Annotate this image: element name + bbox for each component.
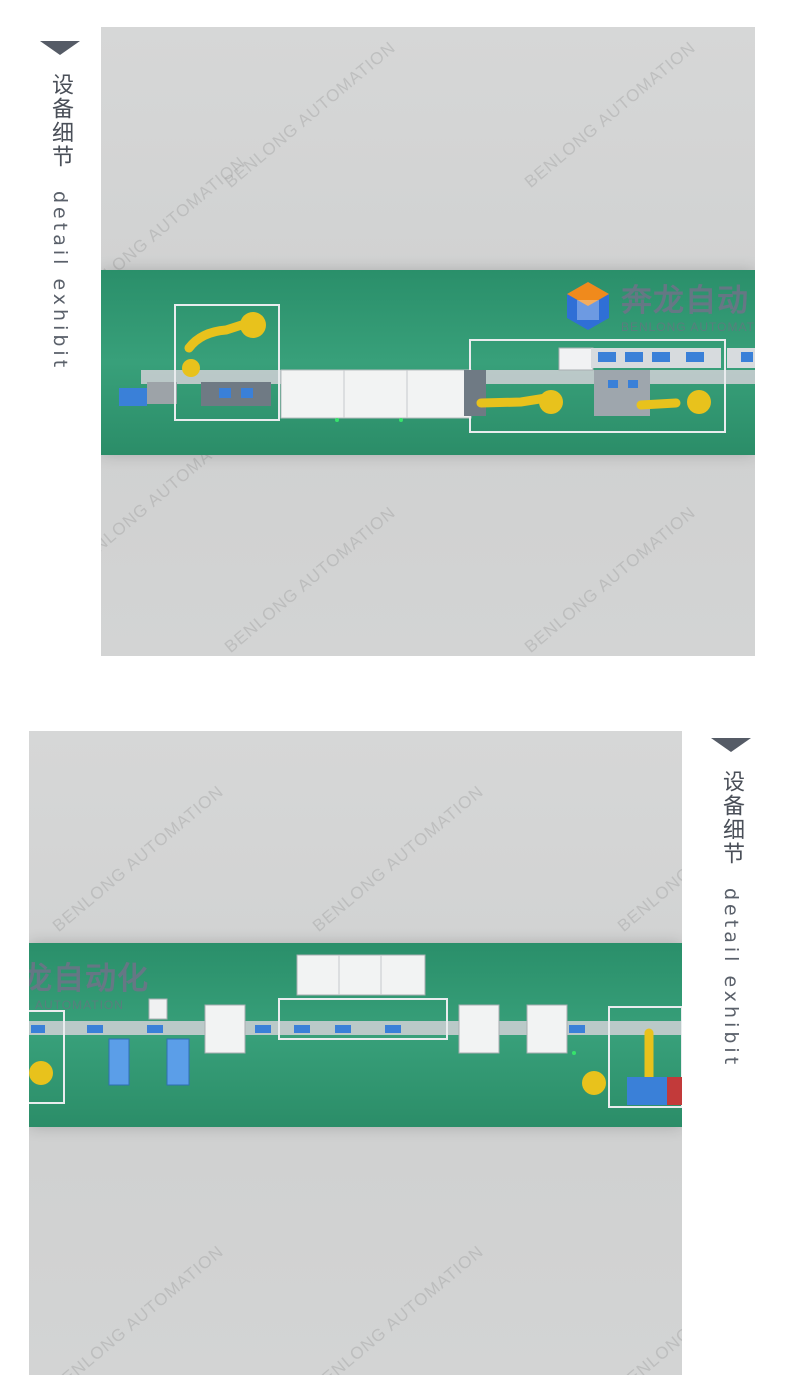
logo-name-en: BENLONG AUTOMAT — [621, 320, 755, 334]
watermark: BENLONG AUTOMATION — [614, 782, 682, 936]
side-caption-top: 设备细节 detail exhibit — [40, 41, 80, 371]
caption-zh: 设备细节 — [48, 73, 73, 169]
watermark: BENLONG AUTOMATION — [614, 1242, 682, 1375]
logo-name-cn: 龙自动化 — [29, 961, 149, 997]
watermark: BENLONG AUTOMATION — [521, 37, 700, 192]
benlong-logo-icon — [567, 281, 609, 330]
watermark: BENLONG AUTOMATION — [309, 1241, 488, 1375]
caret-down-icon — [40, 41, 80, 55]
caption-en: detail exhibit — [720, 888, 742, 1069]
production-line-drawing — [29, 954, 682, 1108]
caption-zh: 设备细节 — [719, 770, 744, 866]
equipment-render-1: BENLONG AUTOMATION BENLONG AUTOMATION BE… — [101, 27, 755, 656]
production-line-drawing — [119, 304, 755, 433]
watermark: BENLONG AUTOMATION — [49, 781, 228, 936]
watermark: BENLONG AUTOMATION — [521, 502, 700, 656]
production-line-belt — [29, 943, 682, 1127]
equipment-render-2: BENLONG AUTOMATION BENLONG AUTOMATION BE… — [29, 731, 682, 1375]
production-line-belt — [101, 270, 755, 455]
brand-logo: 龙自动化 G AUTOMATION — [29, 953, 149, 1012]
caption-en: detail exhibit — [49, 191, 71, 372]
watermark: BENLONG AUTOMATION — [49, 1241, 228, 1375]
caret-down-icon — [711, 738, 751, 752]
watermark: BENLONG AUTOMATION — [221, 502, 400, 656]
brand-logo: 奔龙自动 BENLONG AUTOMAT — [561, 275, 755, 334]
logo-name-en: G AUTOMATION — [29, 998, 124, 1012]
logo-name-cn: 奔龙自动 — [621, 283, 749, 319]
watermark: BENLONG AUTOMATION — [309, 781, 488, 936]
side-caption-bottom: 设备细节 detail exhibit — [711, 738, 751, 1068]
